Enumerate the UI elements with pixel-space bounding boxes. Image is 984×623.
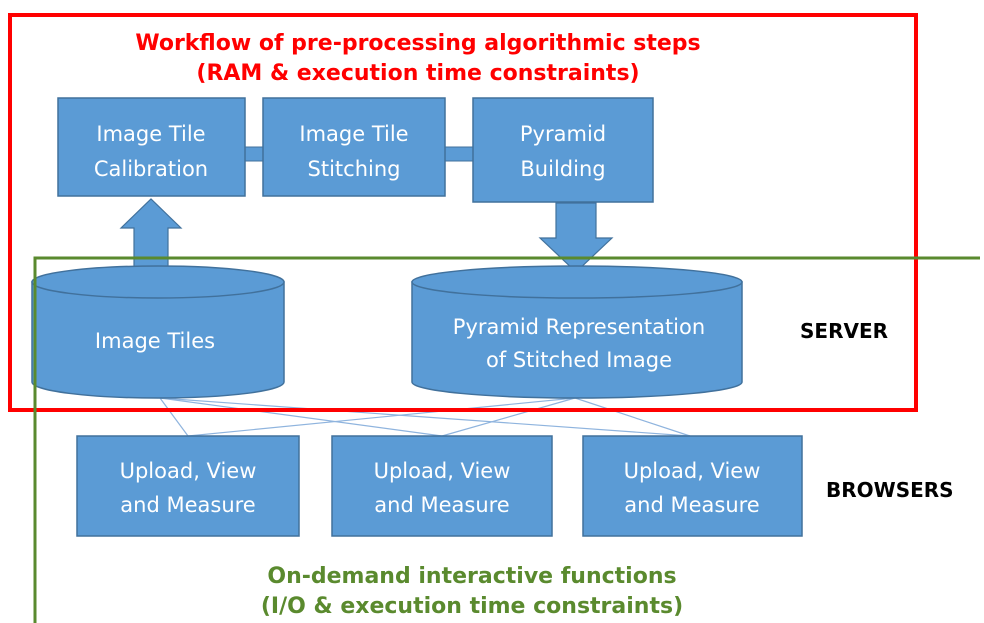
cylinder-top: [31, 265, 285, 299]
browser-label-line2: and Measure: [624, 493, 759, 517]
browser-box: [76, 435, 300, 537]
browser-label-line2: and Measure: [120, 493, 255, 517]
step-pyramid-building: Pyramid Building: [472, 97, 654, 203]
browser-box-1: Upload, View and Measure: [76, 435, 300, 537]
step-label-line2: Stitching: [308, 157, 401, 181]
store-label-line1: Pyramid Representation: [453, 315, 705, 339]
preprocessing-title-line2: (RAM & execution time constraints): [196, 61, 639, 86]
ondemand-title-line2: (I/O & execution time constraints): [261, 594, 683, 619]
down-arrow: [538, 202, 614, 273]
step-connector: [244, 146, 264, 162]
step-label-line2: Calibration: [94, 157, 208, 181]
step-label-line2: Building: [520, 157, 605, 181]
browsers-label: BROWSERS: [826, 478, 954, 502]
step-box: [262, 97, 446, 197]
step-label-line1: Pyramid: [520, 122, 606, 146]
step-box: [57, 97, 246, 197]
browser-label-line1: Upload, View: [120, 459, 257, 483]
step-connector: [444, 146, 474, 162]
ondemand-frame: [33, 256, 980, 623]
step-label-line1: Image Tile: [299, 122, 408, 146]
server-frame: [8, 13, 918, 412]
cylinder-body: [31, 281, 285, 399]
step-image-tile-calibration: Image Tile Calibration: [57, 97, 246, 197]
store-browser-connectors: [159, 397, 691, 437]
browser-label-line1: Upload, View: [374, 459, 511, 483]
connector-line: [159, 397, 691, 437]
up-arrow: [119, 198, 183, 275]
connector-line: [159, 397, 189, 437]
browser-box: [331, 435, 553, 537]
step-image-tile-stitching: Image Tile Stitching: [262, 97, 446, 197]
connector-line: [574, 397, 691, 437]
image-tiles-store: Image Tiles: [31, 265, 285, 399]
cylinder-top: [411, 265, 743, 299]
connector-line: [187, 397, 576, 437]
step-box: [472, 97, 654, 203]
step-label-line1: Image Tile: [96, 122, 205, 146]
store-label: Image Tiles: [95, 329, 215, 353]
preprocessing-title-line1: Workflow of pre-processing algorithmic s…: [135, 31, 700, 56]
server-label: SERVER: [800, 319, 888, 343]
cylinder-body: [411, 281, 743, 399]
browser-label-line1: Upload, View: [624, 459, 761, 483]
browser-box: [582, 435, 803, 537]
ondemand-title-line1: On-demand interactive functions: [267, 564, 676, 589]
browser-box-3: Upload, View and Measure: [582, 435, 803, 537]
store-label-line2: of Stitched Image: [486, 348, 672, 372]
browser-label-line2: and Measure: [374, 493, 509, 517]
connector-line: [441, 397, 576, 437]
browser-box-2: Upload, View and Measure: [331, 435, 553, 537]
pyramid-representation-store: Pyramid Representation of Stitched Image: [411, 265, 743, 399]
connector-line: [159, 397, 443, 437]
